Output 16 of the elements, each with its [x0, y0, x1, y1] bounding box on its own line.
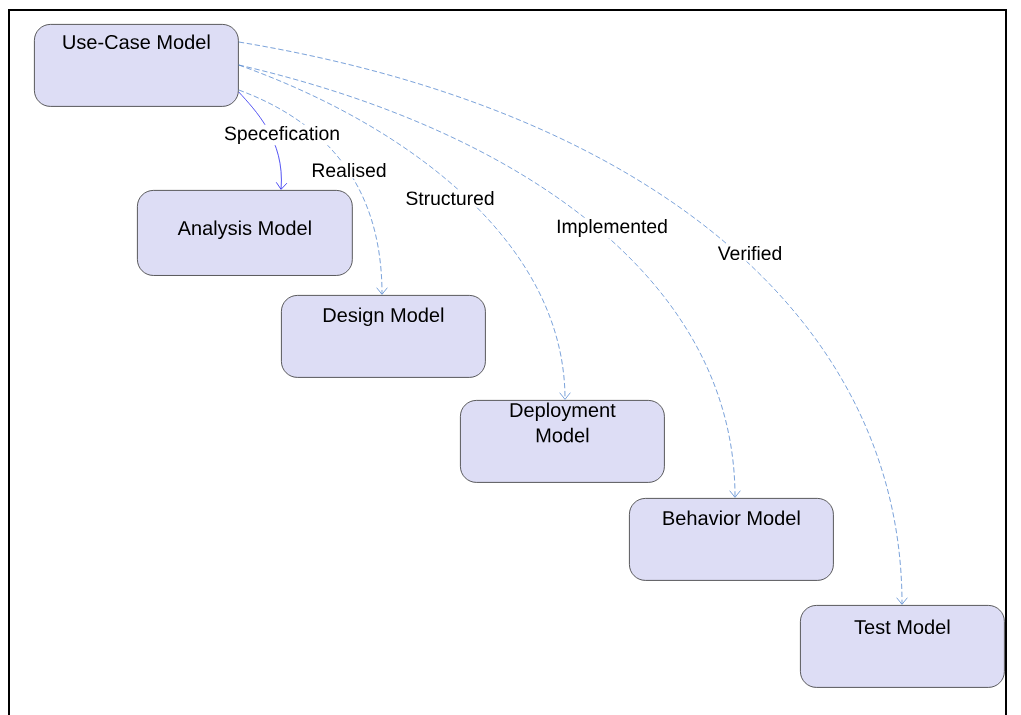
arrow — [238, 91, 288, 190]
arrow — [238, 41, 908, 605]
model-box: Behavior Model — [629, 498, 834, 581]
edge-label: Realised — [310, 161, 388, 179]
model-box: Analysis Model — [137, 190, 353, 276]
edge-label: Verified — [716, 244, 784, 262]
edge-label: Structured — [404, 189, 496, 207]
model-box: Deployment Model — [460, 400, 665, 483]
model-box: Test Model — [800, 605, 1005, 688]
arrow — [238, 64, 741, 498]
edge-label: Specefication — [222, 124, 342, 146]
model-box: Use-Case Model — [34, 24, 239, 107]
arrow — [238, 64, 571, 400]
model-box: Design Model — [281, 295, 486, 378]
edge-label: Implemented — [554, 217, 670, 239]
arrow — [238, 89, 388, 295]
